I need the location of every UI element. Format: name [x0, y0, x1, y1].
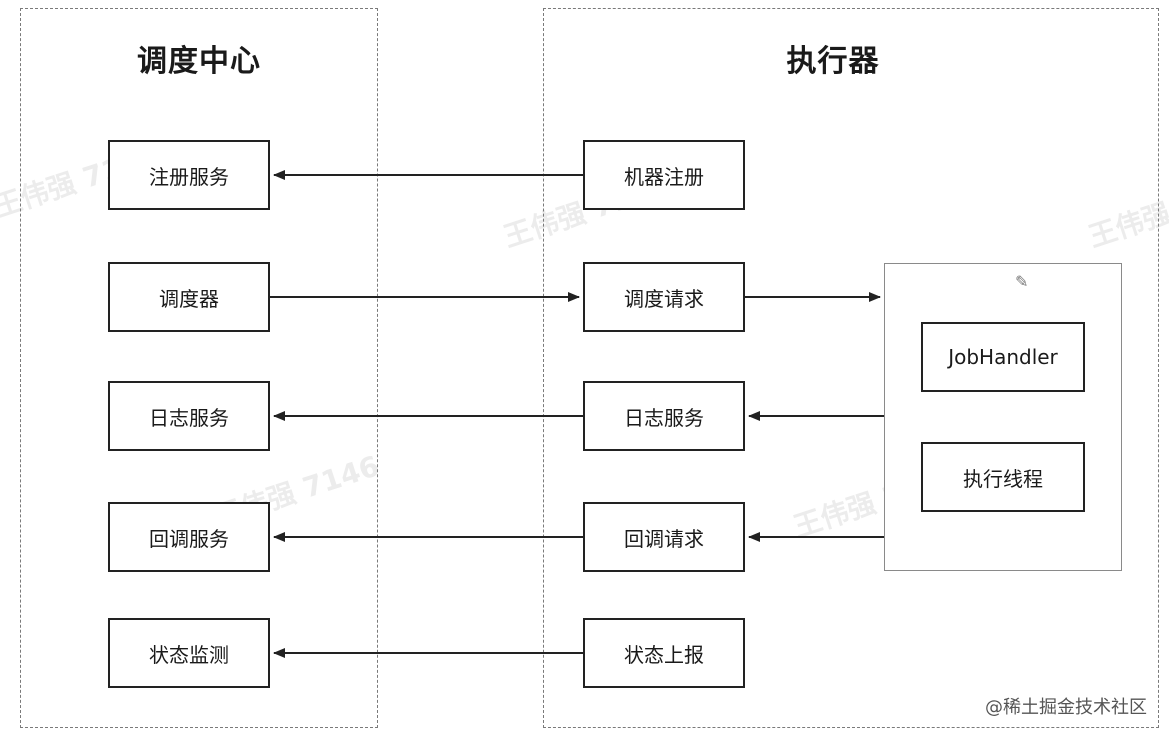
dispatch-center-title: 调度中心 [137, 44, 261, 79]
schedule-request-box: 调度请求 [583, 262, 745, 332]
dispatch-center-panel [20, 8, 378, 728]
executor-log-service-box: 日志服务 [583, 381, 745, 451]
callback-service-box: 回调服务 [108, 502, 270, 572]
status-monitor-box: 状态监测 [108, 618, 270, 688]
executor-panel [543, 8, 1159, 728]
job-handler-group: ✎ [884, 263, 1122, 571]
pencil-icon: ✎ [1015, 272, 1029, 291]
log-service-box: 日志服务 [108, 381, 270, 451]
executor-title: 执行器 [786, 44, 880, 79]
execution-thread-box: 执行线程 [921, 442, 1085, 512]
callback-request-box: 回调请求 [583, 502, 745, 572]
register-service-box: 注册服务 [108, 140, 270, 210]
job-handler-box: JobHandler [921, 322, 1085, 392]
scheduler-box: 调度器 [108, 262, 270, 332]
source-credit: @稀土掘金技术社区 [985, 697, 1147, 718]
status-report-box: 状态上报 [583, 618, 745, 688]
machine-register-box: 机器注册 [583, 140, 745, 210]
